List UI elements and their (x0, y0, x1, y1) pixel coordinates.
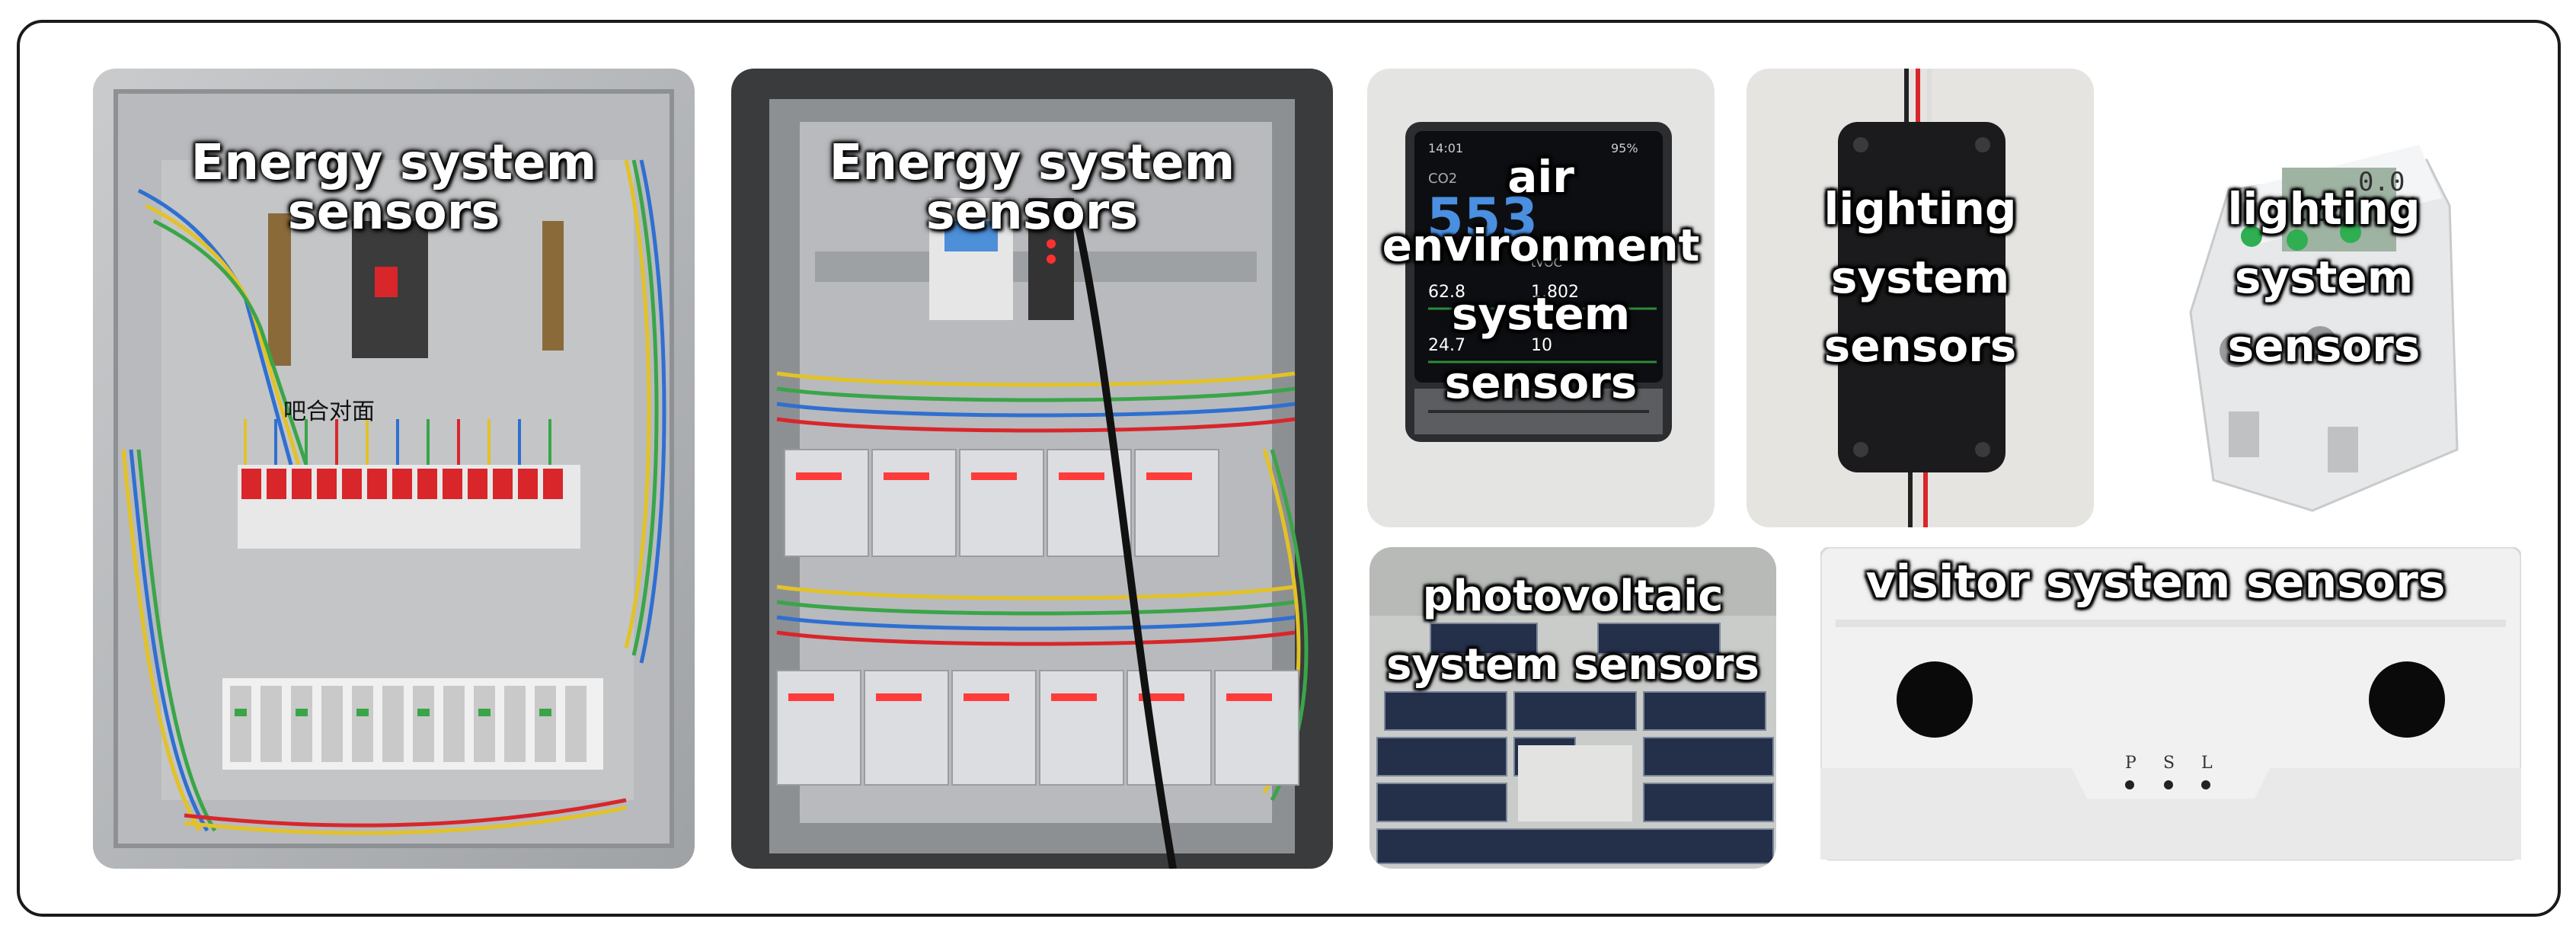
svg-text:24.7: 24.7 (1428, 336, 1465, 355)
svg-text:1.802: 1.802 (1531, 283, 1579, 302)
energy-cabinet-photo-1: 吧合对面 Energy system sensors (93, 69, 695, 869)
lighting-system-label-2: lighting system sensors (2227, 183, 2421, 372)
svg-text:95%: 95% (1611, 141, 1638, 155)
visitor-sensor-photo: P S L visitor system sensors (1820, 547, 2521, 869)
svg-text:CO2: CO2 (1428, 171, 1457, 187)
lighting-sensor-photo-1: lighting system sensors (1747, 69, 2094, 527)
photovoltaic-image (1369, 547, 1776, 869)
energy-system-label-1: Energy system sensors (190, 135, 597, 242)
svg-text:10: 10 (1531, 336, 1552, 355)
figure-frame: 吧合对面 Energy system sensors (17, 20, 2561, 917)
led-label-p: P (2125, 754, 2137, 773)
svg-text:14:01: 14:01 (1428, 141, 1463, 155)
air-environment-image: 14:01 95% CO2 553 tVOC 62.8 1.802 24.7 1… (1367, 69, 1715, 527)
energy-cabinet-photo-2: Energy system sensors (731, 69, 1333, 869)
svg-text:0.0: 0.0 (2358, 167, 2405, 197)
svg-text:62.8: 62.8 (1428, 283, 1465, 302)
lighting-sensor-photo-2: 220 0.0 lighting system sensors (2130, 69, 2518, 527)
visitor-system-label: visitor system sensors (1865, 556, 2446, 609)
lighting-sensor-2-image: 220 0.0 (2130, 69, 2518, 527)
lighting-system-label-1: lighting system sensors (1823, 183, 2017, 372)
svg-text:220: 220 (2290, 194, 2344, 229)
photovoltaic-photo: photovoltaic system sensors (1369, 547, 1776, 869)
photovoltaic-label: photovoltaic system sensors (1386, 572, 1759, 690)
air-environment-photo: 14:01 95% CO2 553 tVOC 62.8 1.802 24.7 1… (1367, 69, 1715, 527)
svg-text:553: 553 (1427, 187, 1538, 249)
energy-cabinet-2-image (731, 69, 1333, 869)
energy-system-label-2: Energy system sensors (829, 135, 1235, 242)
air-environment-label: air environment system sensors (1382, 151, 1700, 408)
lighting-sensor-1-image (1747, 69, 2094, 527)
svg-text:tVOC: tVOC (1531, 255, 1562, 270)
handwritten-note: 吧合对面 (283, 399, 375, 425)
led-label-s: S (2163, 754, 2175, 773)
visitor-sensor-image: P S L (1820, 547, 2521, 869)
led-label-l: L (2201, 754, 2213, 773)
energy-cabinet-1-image: 吧合对面 (93, 69, 695, 869)
